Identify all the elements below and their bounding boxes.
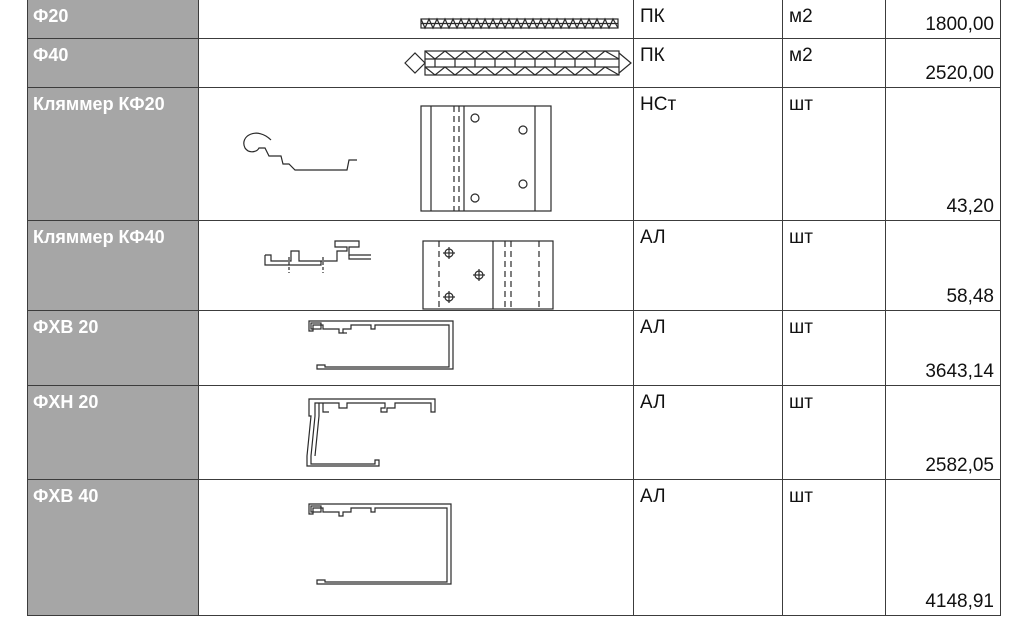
drawing-cell bbox=[198, 0, 634, 39]
profile-fhv20-icon bbox=[308, 320, 454, 370]
product-name: Ф40 bbox=[33, 45, 69, 65]
drawing-cell bbox=[198, 310, 634, 386]
product-name: ФХВ 20 bbox=[33, 317, 99, 337]
product-name: ФХН 20 bbox=[33, 392, 99, 412]
product-name-cell: ФХН 20 bbox=[27, 385, 199, 480]
product-name-cell: ФХВ 40 bbox=[27, 479, 199, 616]
unit: шт bbox=[789, 486, 813, 507]
product-name-cell: ФХВ 20 bbox=[27, 310, 199, 386]
unit-cell: м2 bbox=[782, 38, 886, 88]
product-name: Кляммер КФ40 bbox=[33, 227, 165, 247]
material: АЛ bbox=[640, 486, 666, 507]
price: 4148,91 bbox=[925, 591, 994, 612]
product-name-cell: Ф20 bbox=[27, 0, 199, 39]
material: АЛ bbox=[640, 392, 666, 413]
unit: шт bbox=[789, 227, 813, 248]
unit-cell: шт bbox=[782, 385, 886, 480]
product-name-cell: Кляммер КФ40 bbox=[27, 220, 199, 311]
material: АЛ bbox=[640, 227, 666, 248]
drawing-cell bbox=[198, 220, 634, 311]
unit-cell: шт bbox=[782, 310, 886, 386]
price: 43,20 bbox=[946, 196, 994, 217]
table-row: Кляммер КФ40 АЛ bbox=[27, 220, 1001, 311]
profile-fhn20-icon bbox=[306, 398, 436, 467]
drawing-cell bbox=[198, 38, 634, 88]
unit: м2 bbox=[789, 45, 813, 66]
material: ПК bbox=[640, 6, 665, 27]
price-cell: 4148,91 bbox=[885, 479, 1001, 616]
price-cell: 2582,05 bbox=[885, 385, 1001, 480]
product-name-cell: Кляммер КФ20 bbox=[27, 87, 199, 221]
material: АЛ bbox=[640, 317, 666, 338]
price-cell: 3643,14 bbox=[885, 310, 1001, 386]
price-cell: 43,20 bbox=[885, 87, 1001, 221]
clamp-kf40-icon bbox=[264, 240, 554, 310]
price-cell: 58,48 bbox=[885, 220, 1001, 311]
panel-f20-icon bbox=[420, 17, 619, 30]
table-row: ФХВ 20 АЛ шт 3643,14 bbox=[27, 310, 1001, 386]
drawing-cell bbox=[198, 479, 634, 616]
unit: м2 bbox=[789, 6, 813, 27]
price-cell: 2520,00 bbox=[885, 38, 1001, 88]
price: 3643,14 bbox=[925, 361, 994, 382]
table-row: Ф40 ПК м2 2520,00 bbox=[27, 38, 1001, 88]
unit-cell: шт bbox=[782, 479, 886, 616]
price: 58,48 bbox=[946, 286, 994, 307]
price-cell: 1800,00 bbox=[885, 0, 1001, 39]
material-cell: АЛ bbox=[633, 385, 783, 480]
panel-f40-icon bbox=[404, 50, 632, 76]
product-name-cell: Ф40 bbox=[27, 38, 199, 88]
unit-cell: шт bbox=[782, 87, 886, 221]
material-cell: АЛ bbox=[633, 479, 783, 616]
price: 1800,00 bbox=[925, 14, 994, 35]
product-name: ФХВ 40 bbox=[33, 486, 99, 506]
unit-cell: шт bbox=[782, 220, 886, 311]
clamp-kf20-icon bbox=[243, 105, 552, 212]
product-name: Кляммер КФ20 bbox=[33, 94, 165, 114]
material: НСт bbox=[640, 94, 677, 115]
unit-cell: м2 bbox=[782, 0, 886, 39]
profile-fhv40-icon bbox=[308, 503, 452, 585]
price: 2520,00 bbox=[925, 63, 994, 84]
unit: шт bbox=[789, 94, 813, 115]
table-row: Ф20 ПК м2 1800,00 bbox=[27, 0, 1001, 39]
table-row: ФХВ 40 АЛ шт 4148,91 bbox=[27, 479, 1001, 616]
product-name: Ф20 bbox=[33, 6, 69, 26]
price-table: Ф20 ПК м2 1800,00 Ф40 П bbox=[27, 0, 1001, 616]
material: ПК bbox=[640, 45, 665, 66]
material-cell: НСт bbox=[633, 87, 783, 221]
price: 2582,05 bbox=[925, 455, 994, 476]
material-cell: АЛ bbox=[633, 310, 783, 386]
unit: шт bbox=[789, 392, 813, 413]
table-row: ФХН 20 АЛ шт 2582,05 bbox=[27, 385, 1001, 480]
table-row: Кляммер КФ20 НСт шт 43,20 bbox=[27, 87, 1001, 221]
drawing-cell bbox=[198, 87, 634, 221]
unit: шт bbox=[789, 317, 813, 338]
material-cell: АЛ bbox=[633, 220, 783, 311]
material-cell: ПК bbox=[633, 0, 783, 39]
material-cell: ПК bbox=[633, 38, 783, 88]
drawing-cell bbox=[198, 385, 634, 480]
